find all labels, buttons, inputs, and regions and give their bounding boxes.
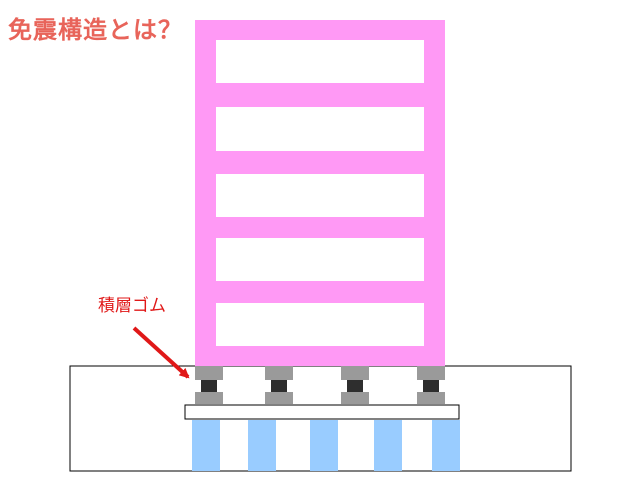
floor-window [216,107,424,151]
piles [192,420,460,471]
pile [248,420,276,471]
floor-window [216,40,424,83]
pile [310,420,338,471]
laminated-rubber-bearing [417,366,445,404]
laminated-rubber-bearing [265,366,293,404]
floor-window [216,238,424,281]
bearing-label: 積層ゴム [98,296,166,316]
laminated-rubber-bearing [341,366,369,404]
diagram-title: 免震構造とは？ [8,16,183,44]
pointer-arrow [132,326,190,379]
pile [192,420,220,471]
pile [374,420,402,471]
bearings [195,366,445,404]
foundation-slab [184,404,460,420]
floor-window [216,303,424,346]
laminated-rubber-bearing [195,366,223,404]
pile [432,420,460,471]
floor-window [216,174,424,217]
building [195,20,445,366]
